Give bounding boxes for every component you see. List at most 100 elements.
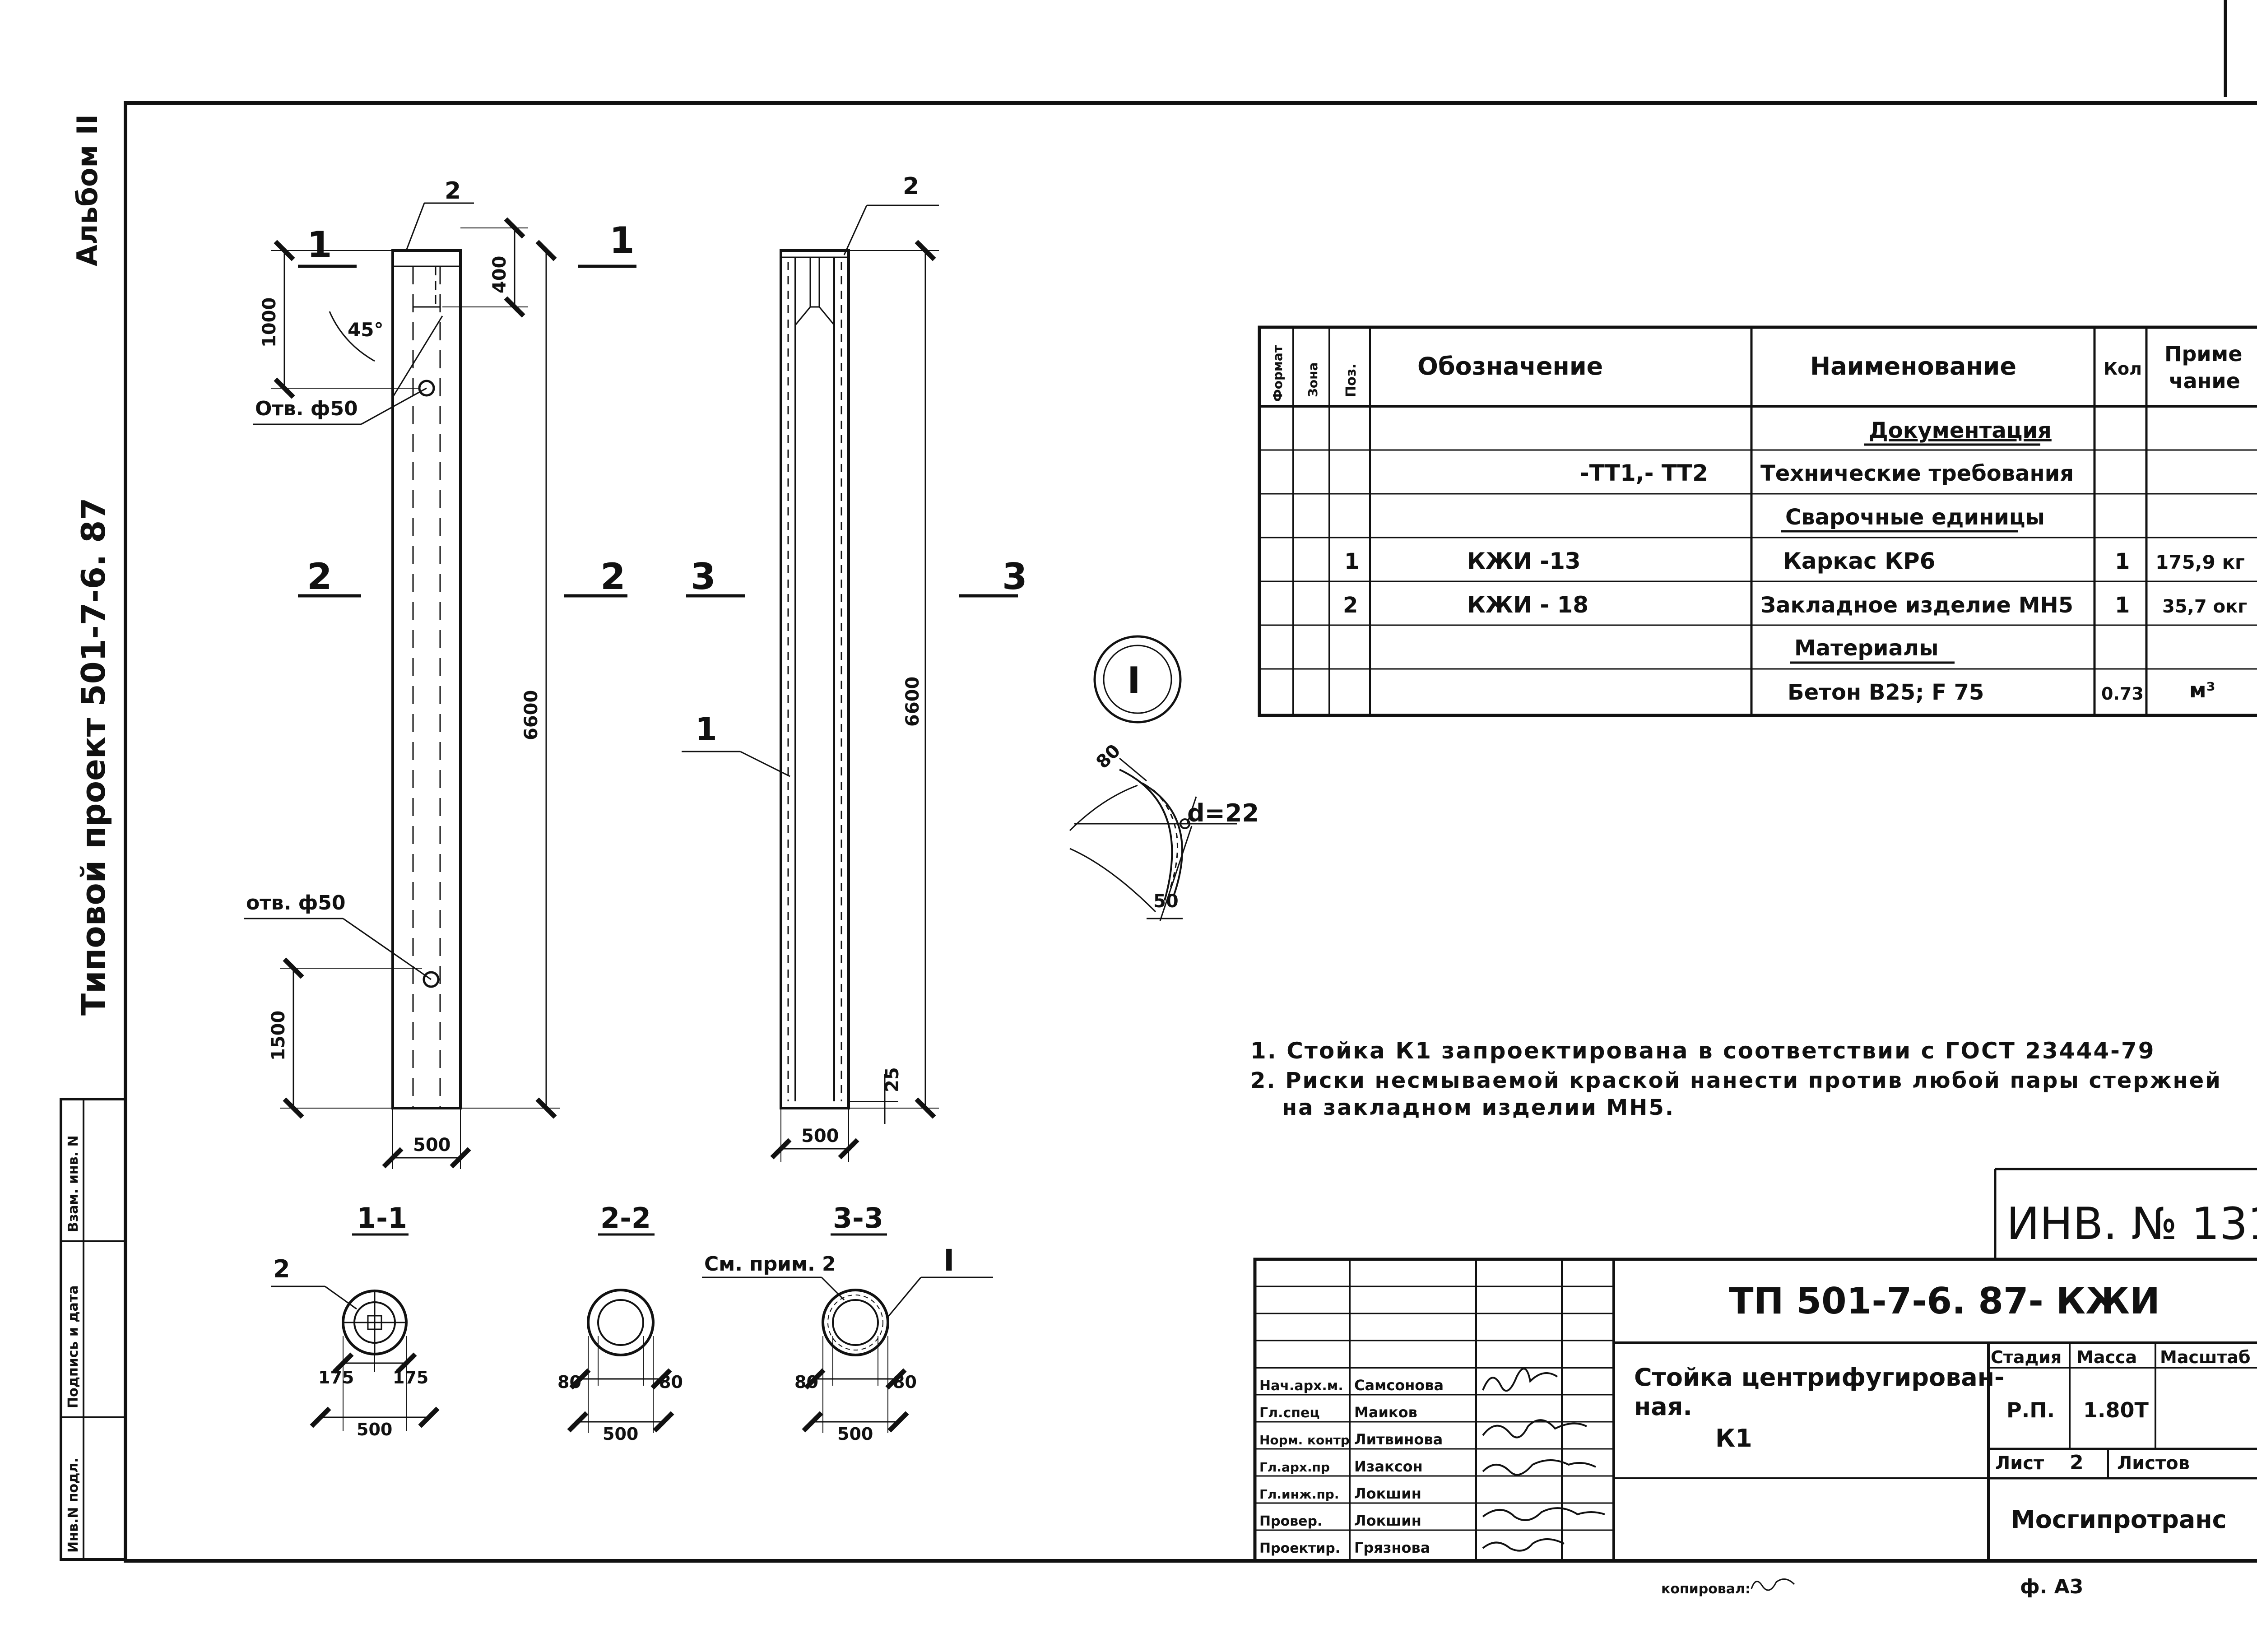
spec-header-qty: Кол: [2104, 359, 2142, 379]
spec-row-3-name: Сварочные единицы: [1785, 505, 2045, 530]
spec-header-note-2: чание: [2169, 369, 2240, 393]
stamp-signature-date: Подпись и дата: [65, 1285, 81, 1408]
view1-callout-2: 2: [445, 177, 461, 204]
note-2: 2. Риски несмываемой краской нанести про…: [1250, 1068, 2222, 1093]
section-3-3-mark: I: [943, 1243, 955, 1278]
title-code: ТП 501-7-6. 87- КЖИ: [1729, 1280, 2160, 1322]
view1-section-1-left: 1: [307, 224, 332, 266]
title-mass-label: Масса: [2076, 1347, 2137, 1367]
view2-section-3-right: 3: [1002, 556, 1027, 598]
view2-dim-25: 25: [882, 1067, 903, 1092]
staff-name-5: Локшин: [1354, 1485, 1421, 1502]
page-number-box: 7: [2224, 0, 2257, 97]
view1-hole-bottom: отв. ф50: [246, 891, 346, 914]
spec-row-5-designation: КЖИ - 18: [1467, 592, 1588, 618]
section-1-1-title: 1-1: [357, 1202, 407, 1234]
section-1-1: [271, 1233, 440, 1431]
stamp-vzam-inv: Взам. инв. N: [65, 1135, 81, 1232]
view1-dim-500: 500: [413, 1135, 451, 1155]
section-1-1-dim-175b: 175: [393, 1368, 428, 1387]
specification-table: [1258, 325, 2257, 717]
view2-callout-1: 1: [695, 711, 717, 748]
title-organization: Мосгипротранс: [2011, 1505, 2227, 1534]
spec-header-designation: Обозначение: [1417, 352, 1603, 381]
node-bolt-d: d=22: [1187, 799, 1259, 827]
view1-angle: 45°: [348, 319, 383, 341]
title-sheets-label: Листов: [2117, 1453, 2190, 1474]
inventory-box: [1994, 1168, 2257, 1259]
staff-name-3: Литвинова: [1354, 1431, 1443, 1448]
section-1-1-dim-500: 500: [357, 1420, 392, 1439]
staff-name-6: Локшин: [1354, 1512, 1421, 1529]
view2-dim-6600: 6600: [902, 677, 923, 727]
view1-hole-top: Отв. ф50: [255, 397, 358, 420]
view1-section-2-left: 2: [307, 556, 332, 598]
section-2-2-dim-500: 500: [603, 1424, 638, 1444]
title-line-3: К1: [1715, 1424, 1752, 1452]
spec-row-4-pos: 1: [1344, 549, 1359, 574]
view1-dim-6600: 6600: [521, 690, 542, 740]
staff-name-1: Самсонова: [1354, 1377, 1444, 1394]
section-3-3-note: См. прим. 2: [704, 1253, 836, 1276]
section-1-1-callout: 2: [273, 1255, 290, 1283]
spec-row-5-note: 35,7 окг: [2162, 596, 2247, 617]
view1-dim-1000: 1000: [259, 297, 280, 348]
view1-dim-400: 400: [489, 256, 510, 294]
spec-header-pos: Поз.: [1343, 363, 1359, 397]
spec-row-7-note: м³: [2189, 678, 2215, 702]
staff-name-4: Изаксон: [1354, 1458, 1423, 1475]
title-block: [1253, 1258, 2257, 1563]
spec-row-2-designation: -ТТ1,- ТТ2: [1580, 460, 1708, 486]
section-2-2: [567, 1233, 674, 1433]
spec-row-5-qty: 1: [2115, 593, 2130, 618]
project-label: Типовой проект 501-7-6. 87: [74, 498, 112, 1016]
spec-row-5-name: Закладное изделие МН5: [1760, 593, 2073, 618]
album-label: Альбом II: [71, 114, 104, 266]
section-2-2-dim-80a: 80: [557, 1372, 581, 1392]
title-line-2: ная.: [1634, 1392, 1692, 1421]
spec-header-zone: Зона: [1305, 362, 1320, 397]
inventory-number: ИНВ. № 1310: [2006, 1198, 2257, 1250]
note-1: 1. Стойка К1 запроектирована в соответст…: [1250, 1038, 2155, 1064]
node-mark: I: [1127, 659, 1141, 701]
title-stage-label: Стадия: [1991, 1347, 2062, 1367]
page-number: 7: [2252, 37, 2257, 95]
main-frame: [124, 101, 2257, 1563]
spec-row-7-name: Бетон В25; F 75: [1788, 680, 1984, 705]
spec-row-4-name: Каркас КР6: [1783, 548, 1935, 574]
section-3-3-dim-80b: 80: [893, 1372, 917, 1392]
column-elevation-view: [244, 202, 636, 1169]
staff-name-2: Маиков: [1354, 1404, 1417, 1421]
staff-name-7: Грязнова: [1354, 1539, 1430, 1556]
node-dim-80: 80: [1092, 740, 1125, 773]
spec-row-4-note: 175,9 кг: [2155, 551, 2245, 573]
spec-row-1-name: Документация: [1869, 418, 2052, 443]
title-sheet: 2: [2070, 1451, 2084, 1474]
section-1-1-dim-175a: 175: [318, 1368, 354, 1387]
node-detail: [1069, 635, 1237, 921]
title-stage: Р.П.: [2006, 1398, 2055, 1422]
view1-section-1-right: 1: [609, 219, 635, 261]
staff-role-6: Провер.: [1259, 1513, 1322, 1529]
section-3-3-dim-80a: 80: [794, 1372, 818, 1392]
view2-section-3-left: 3: [691, 556, 716, 598]
spec-row-7-qty: 0.73: [2101, 684, 2144, 704]
title-mass: 1.80Т: [2083, 1398, 2149, 1422]
staff-role-4: Гл.арх.пр: [1259, 1460, 1330, 1475]
view1-section-2-right: 2: [600, 556, 626, 598]
spec-row-4-qty: 1: [2115, 549, 2130, 574]
spec-row-5-pos: 2: [1343, 593, 1358, 618]
staff-role-2: Гл.спец: [1259, 1405, 1320, 1421]
spec-row-6-name: Материалы: [1794, 636, 1938, 661]
staff-role-3: Норм. контр: [1259, 1433, 1350, 1448]
footer-format: ф. А3: [2020, 1575, 2083, 1598]
stamp-inv-podl: Инв.N подл.: [65, 1457, 81, 1553]
footer-copied: копировал:: [1661, 1581, 1751, 1597]
column-longitudinal-view: [682, 204, 1018, 1162]
spec-header-note-1: Приме: [2164, 342, 2242, 366]
spec-header-format: Формат: [1270, 345, 1285, 402]
staff-role-7: Проектир.: [1259, 1541, 1340, 1556]
staff-role-1: Нач.арх.м.: [1259, 1378, 1343, 1394]
title-line-1: Стойка центрифугирован-: [1634, 1363, 2004, 1392]
